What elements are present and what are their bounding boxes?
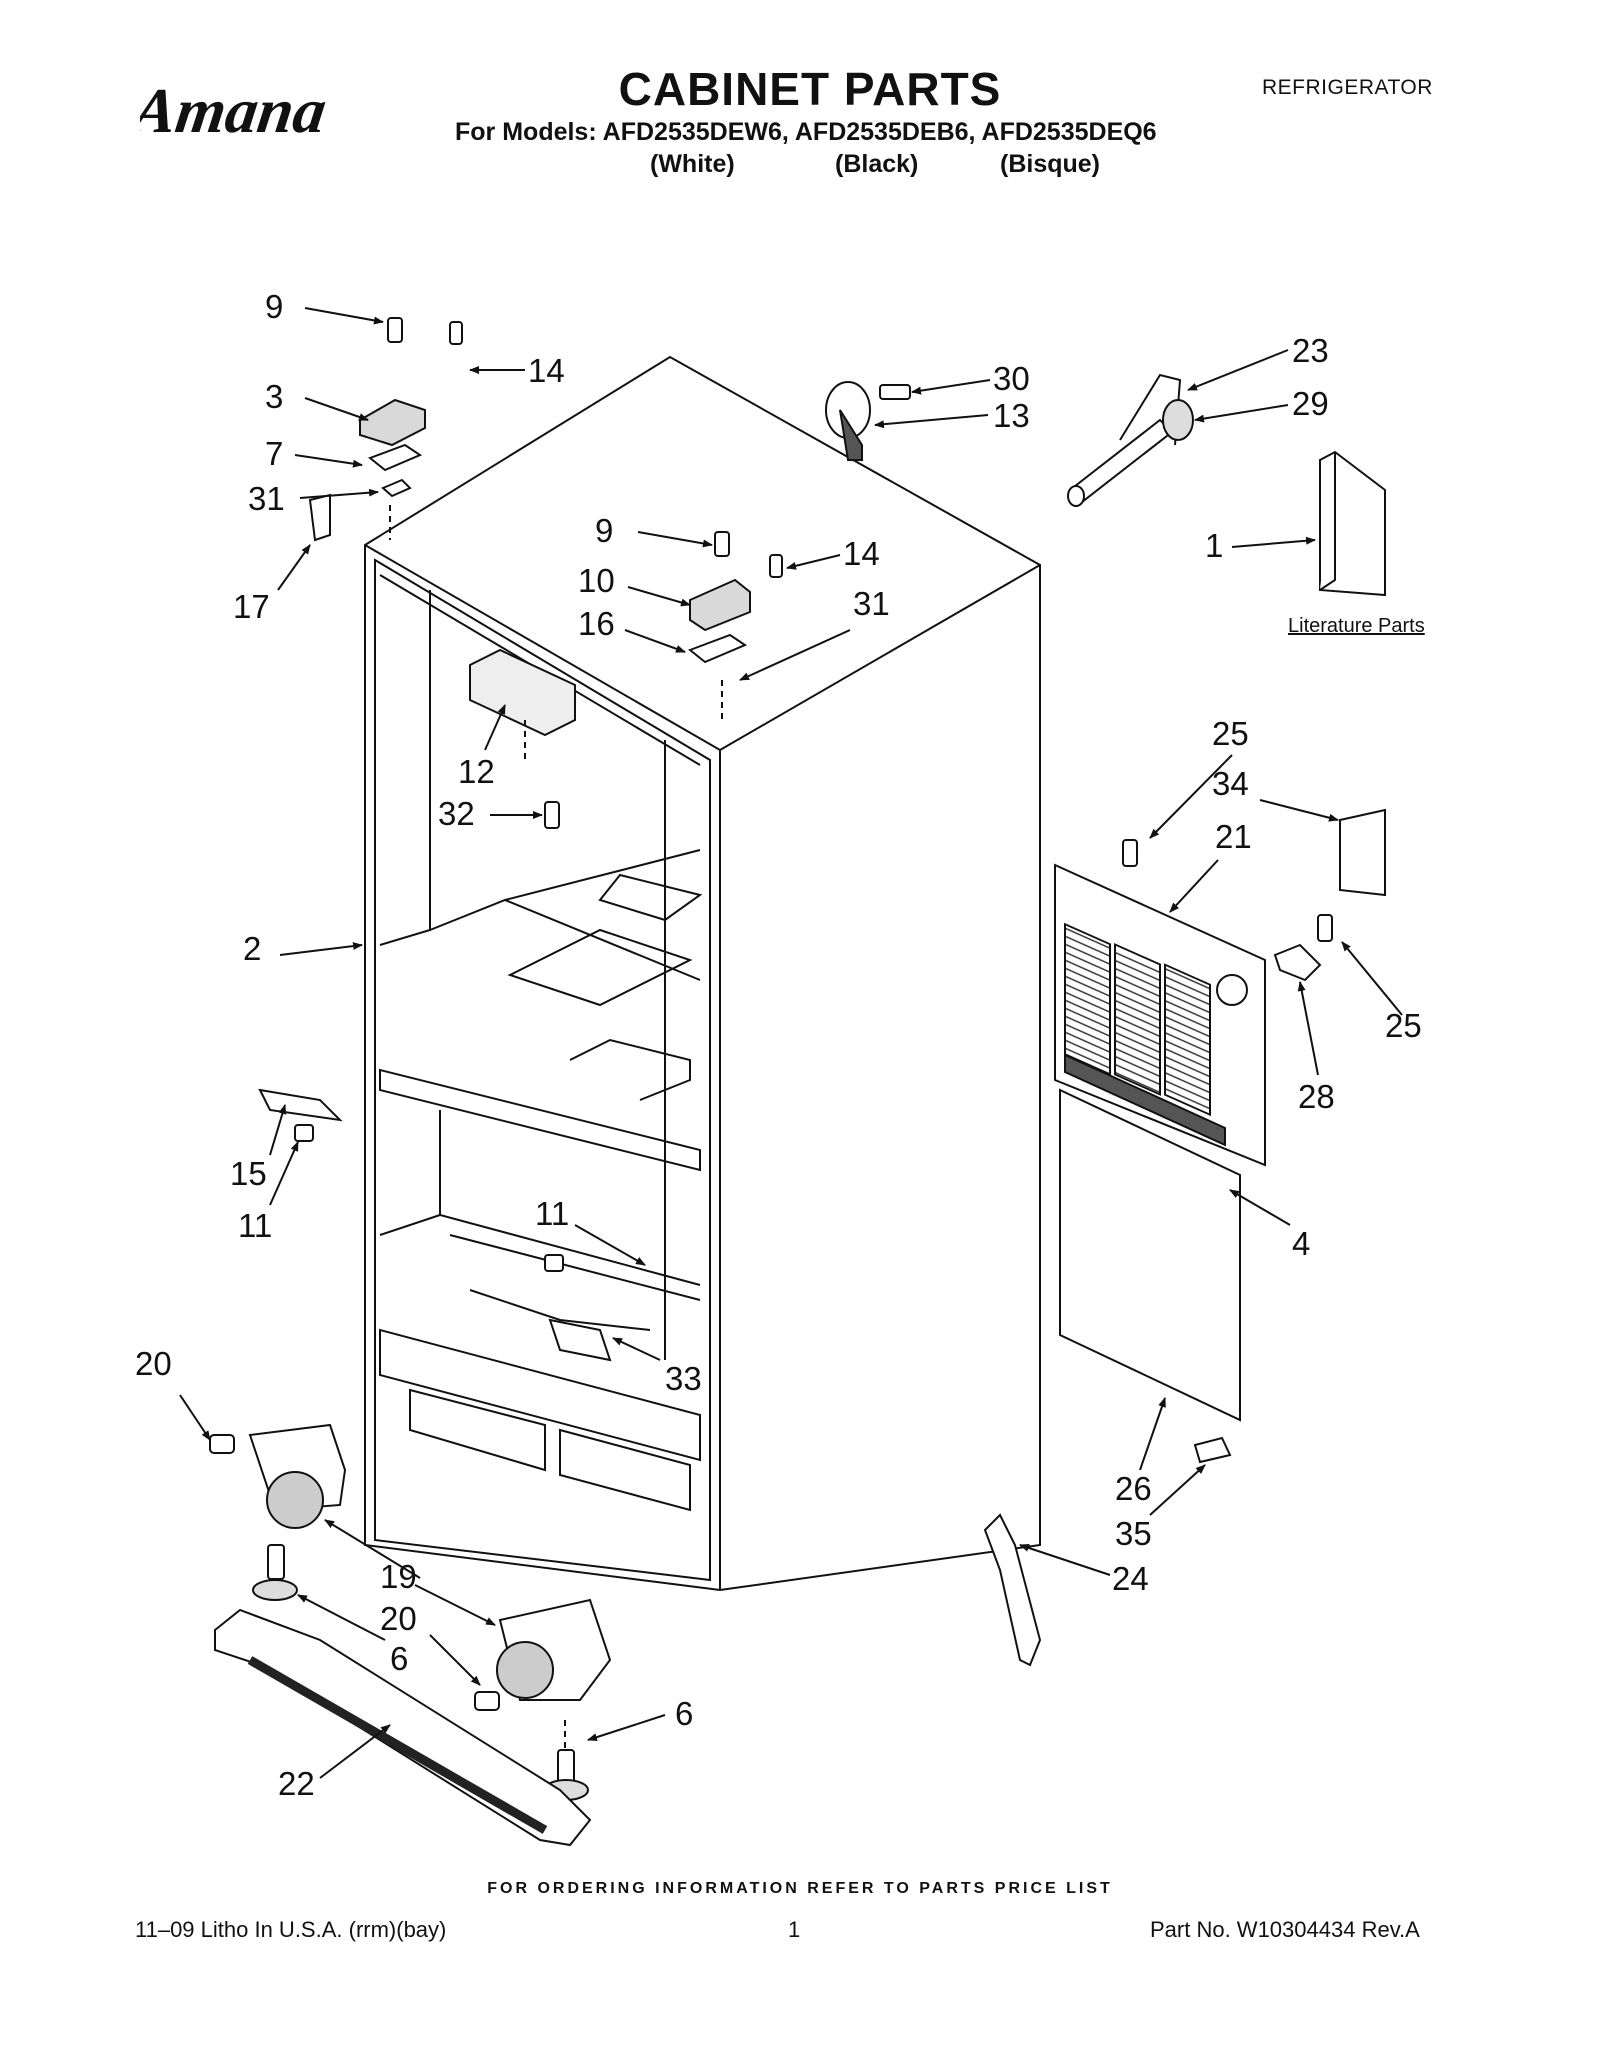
callout-1: 1: [1205, 527, 1223, 564]
models-line: For Models: AFD2535DEW6, AFD2535DEB6, AF…: [455, 118, 1157, 146]
callout-25-lower: 25: [1385, 1007, 1422, 1044]
callout-31-center: 31: [853, 585, 890, 622]
lower-right-roller-assembly: [474, 1598, 612, 1801]
upper-hinge-center-assembly: [688, 531, 783, 720]
callout-28: 28: [1298, 1078, 1335, 1115]
brand-logo: Amana: [125, 66, 380, 146]
callout-13: 13: [993, 397, 1030, 434]
part-number: Part No. W10304434 Rev.A: [1150, 1917, 1420, 1942]
filter-housing-part-13: [825, 381, 911, 461]
finish-black: (Black): [835, 150, 919, 178]
callout-15: 15: [230, 1155, 267, 1192]
callout-34: 34: [1212, 765, 1249, 802]
callout-31: 31: [248, 480, 285, 517]
category-label: REFRIGERATOR: [1262, 76, 1433, 99]
litho-info: 11–09 Litho In U.S.A. (rrm)(bay): [135, 1917, 447, 1942]
callout-17: 17: [233, 588, 270, 625]
toe-grille-part-4: [1059, 1053, 1241, 1422]
callout-11-left: 11: [238, 1207, 272, 1244]
upper-hinge-left-assembly: [308, 317, 463, 542]
literature-parts-label: Literature Parts: [1288, 615, 1425, 637]
callout-35: 35: [1115, 1515, 1152, 1552]
callout-leader-lines: [179, 307, 1403, 1779]
finish-white: (White): [650, 150, 735, 178]
brand-logo-text: Amana: [140, 75, 331, 146]
page-title: CABINET PARTS: [618, 63, 1002, 115]
callout-30: 30: [993, 360, 1030, 397]
callout-12: 12: [458, 753, 495, 790]
base-grille-part-22: [214, 1608, 592, 1847]
lower-left-roller-assembly: [209, 1088, 612, 1601]
callout-4: 4: [1292, 1225, 1310, 1262]
literature-booklet: [1319, 450, 1386, 597]
callout-23: 23: [1292, 332, 1329, 369]
callout-10: 10: [578, 562, 615, 599]
callout-14: 14: [528, 352, 565, 389]
callout-20-center: 20: [380, 1600, 417, 1637]
callout-14-center: 14: [843, 535, 880, 572]
callout-6-right: 6: [675, 1695, 693, 1732]
ordering-note: FOR ORDERING INFORMATION REFER TO PARTS …: [487, 1880, 1113, 1897]
callout-26: 26: [1115, 1470, 1152, 1507]
callout-numbers: 9 14 3 7 31 17 30 13 23 29 1 9 14 10 16 …: [135, 288, 1425, 1802]
callout-32: 32: [438, 795, 475, 832]
callout-2: 2: [243, 930, 261, 967]
callout-29: 29: [1292, 385, 1329, 422]
water-tube-part-23: [1067, 373, 1194, 507]
callout-20-left: 20: [135, 1345, 172, 1382]
callout-22: 22: [278, 1765, 315, 1802]
callout-19: 19: [380, 1558, 417, 1595]
callout-3: 3: [265, 378, 283, 415]
callout-25-upper: 25: [1212, 715, 1249, 752]
small-parts-35-24: [983, 1436, 1232, 1667]
callout-6-left: 6: [390, 1640, 408, 1677]
cabinet-body: [364, 355, 1041, 1592]
clip-part-34: [1122, 808, 1386, 982]
callout-9-center: 9: [595, 512, 613, 549]
callout-16: 16: [578, 605, 615, 642]
callout-24: 24: [1112, 1560, 1149, 1597]
callout-7: 7: [265, 435, 283, 472]
callout-9: 9: [265, 288, 283, 325]
finish-bisque: (Bisque): [1000, 150, 1100, 178]
callout-11-center: 11: [535, 1195, 569, 1232]
center-bracket-part-12: [469, 648, 576, 829]
callout-33: 33: [665, 1360, 702, 1397]
callout-21: 21: [1215, 818, 1252, 855]
page-number: 1: [788, 1917, 801, 1942]
